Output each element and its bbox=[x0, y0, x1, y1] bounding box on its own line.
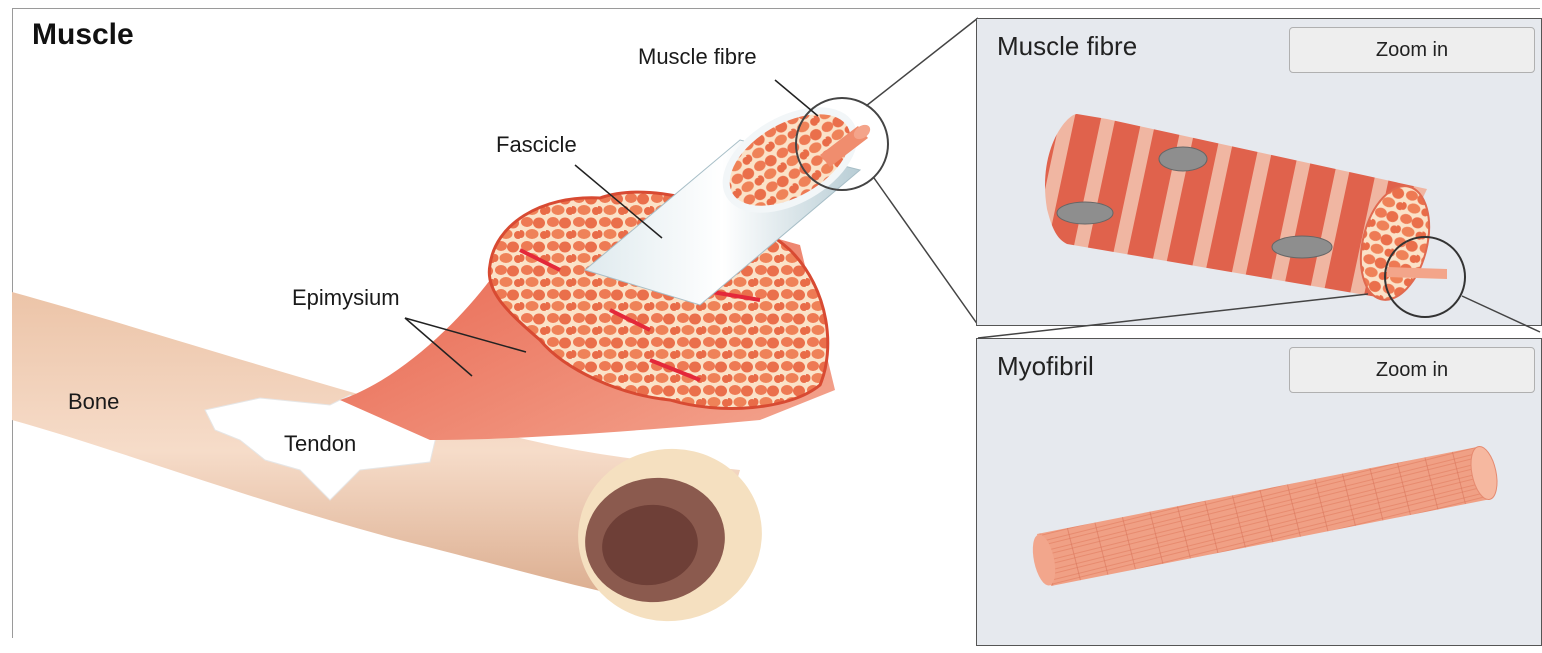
label-tendon: Tendon bbox=[284, 431, 356, 457]
label-epimysium: Epimysium bbox=[292, 285, 400, 311]
diagram-title: Muscle bbox=[32, 18, 134, 52]
muscle-fibre-illustration bbox=[977, 19, 1542, 327]
myofibril-cylinder bbox=[1037, 447, 1491, 586]
nucleus-3 bbox=[1272, 236, 1332, 258]
label-muscle-fibre: Muscle fibre bbox=[638, 44, 757, 70]
myofibril-panel: Myofibril Zoom in bbox=[976, 338, 1542, 646]
nucleus-1 bbox=[1159, 147, 1207, 171]
nucleus-2 bbox=[1057, 202, 1113, 224]
myofibril-illustration bbox=[977, 339, 1542, 647]
label-bone: Bone bbox=[68, 389, 119, 415]
label-fascicle: Fascicle bbox=[496, 132, 577, 158]
muscle-fibre-panel: Muscle fibre Zoom in bbox=[976, 18, 1542, 326]
